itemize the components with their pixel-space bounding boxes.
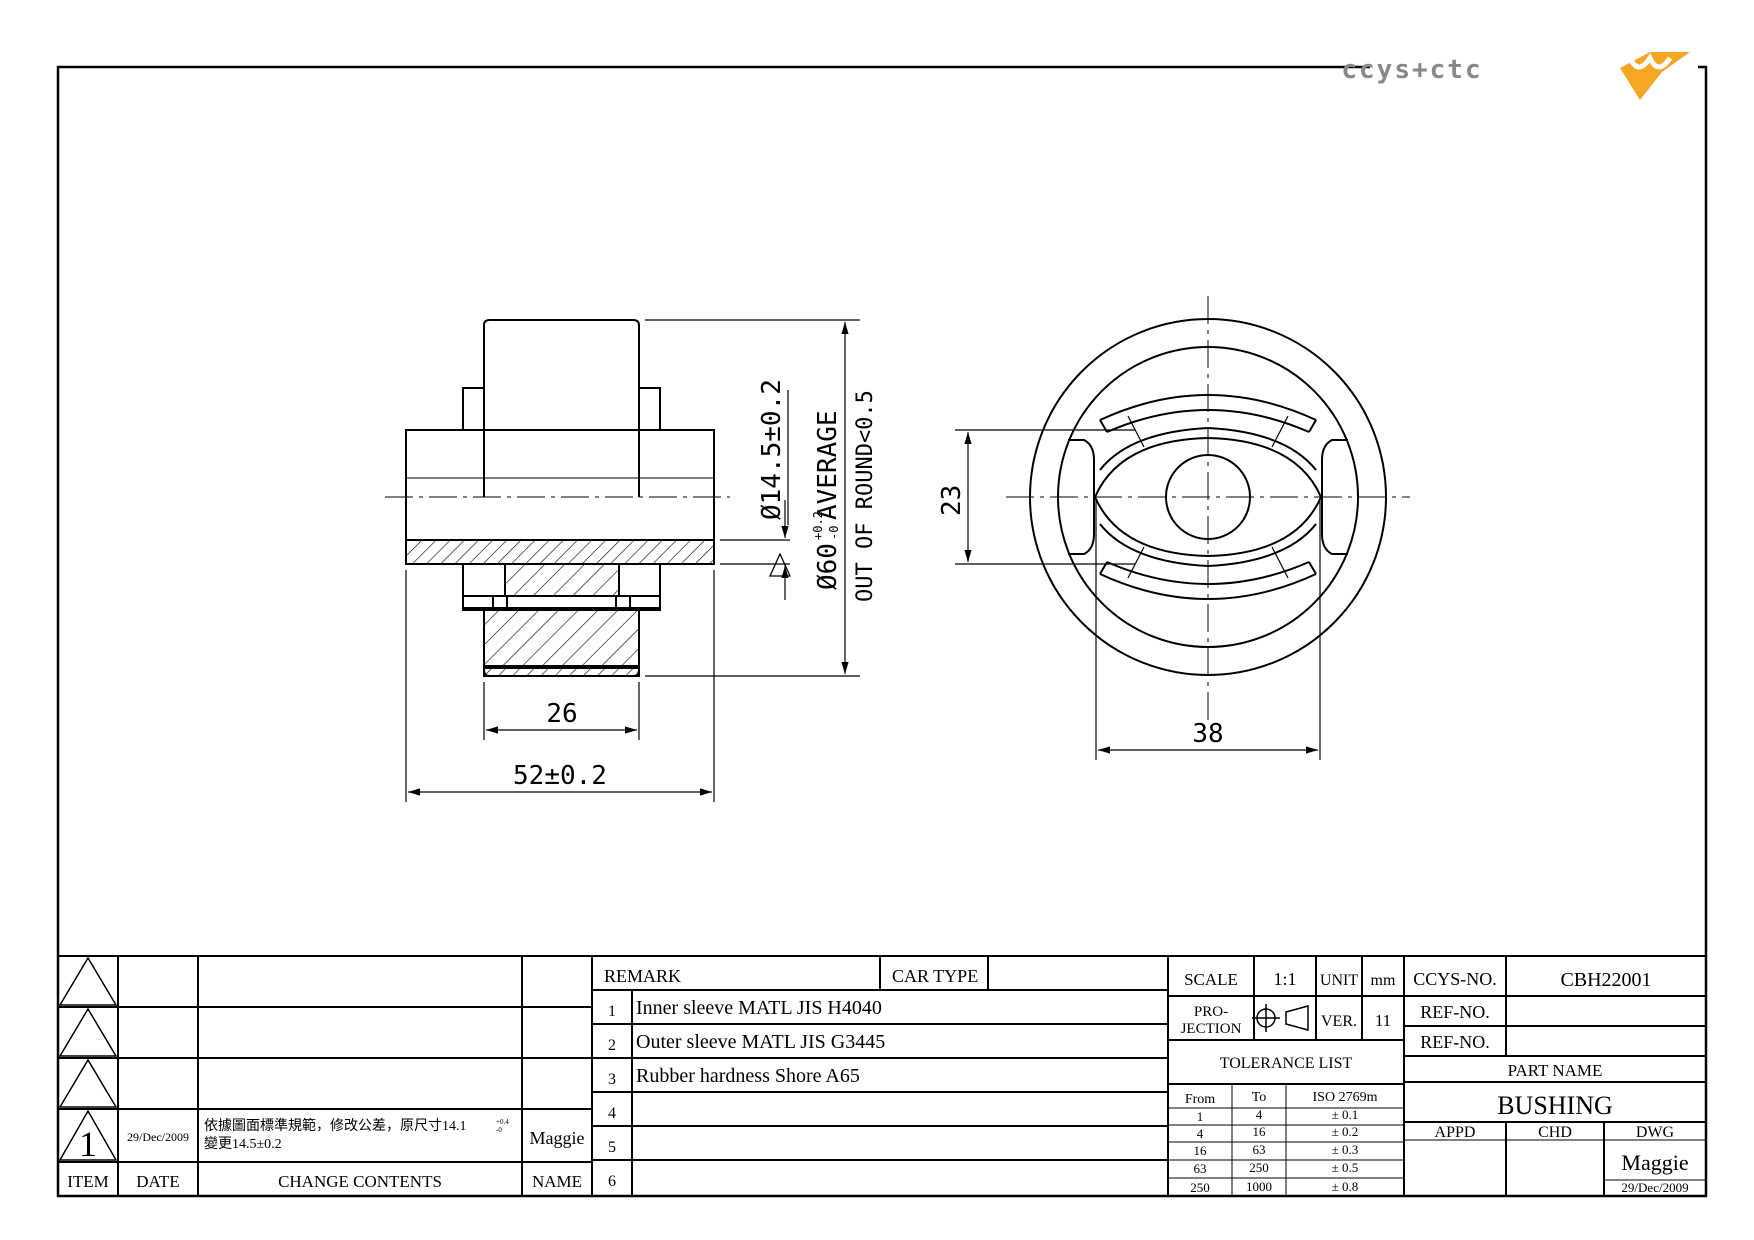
revision-name: Maggie [530, 1128, 585, 1148]
part-name-label: PART NAME [1508, 1061, 1603, 1080]
revision-item-number: 1 [79, 1124, 97, 1164]
front-view [1006, 296, 1410, 720]
car-type-label: CAR TYPE [892, 966, 978, 986]
tol-header-from: From [1185, 1092, 1215, 1107]
tol-to: 63 [1253, 1142, 1266, 1157]
dwg-date: 29/Dec/2009 [1621, 1180, 1688, 1195]
tol-from: 1 [1197, 1109, 1204, 1124]
ver-label: VER. [1321, 1013, 1357, 1030]
projection-symbol-icon [1252, 1004, 1309, 1032]
appd-label: APPD [1435, 1124, 1476, 1141]
dim-52-label: 52±0.2 [513, 761, 607, 791]
scale-label: SCALE [1184, 970, 1238, 989]
dim-60-tol-upper: +0.2 [811, 511, 825, 540]
tol-from: 16 [1194, 1143, 1208, 1158]
side-view [385, 319, 730, 677]
scale-tolerance-block [1168, 956, 1405, 1196]
tol-value: ± 0.5 [1332, 1160, 1359, 1175]
ccys-no-label: CCYS-NO. [1413, 969, 1497, 989]
dim-60-tol-lower: -0 [827, 526, 841, 540]
unit-value: mm [1371, 972, 1396, 989]
ref-no-label-2: REF-NO. [1420, 1032, 1490, 1052]
remarks-block [592, 956, 1169, 1196]
logo-text: ccys+ctc [1341, 55, 1482, 85]
projection-label-1: PRO- [1194, 1004, 1228, 1020]
header-change-contents: CHANGE CONTENTS [278, 1172, 442, 1191]
remark-no: 4 [608, 1105, 616, 1122]
revision-block [58, 955, 1706, 1196]
tol-from: 4 [1197, 1126, 1204, 1141]
revision-contents-tol-lower: -0 [496, 1126, 502, 1134]
front-view-dimensions [955, 429, 1321, 760]
tol-to: 4 [1256, 1107, 1263, 1122]
tolerance-rows: 1 4 ± 0.1 4 16 ± 0.2 16 63 ± 0.3 63 250 … [1190, 1107, 1358, 1195]
tolerance-title: TOLERANCE LIST [1220, 1055, 1353, 1072]
dim-14-5-label: Ø14.5±0.2 [757, 379, 787, 520]
header-name: NAME [532, 1172, 582, 1191]
scale-value: 1:1 [1273, 969, 1296, 989]
revision-date: 29/Dec/2009 [127, 1130, 189, 1144]
remark-no: 1 [608, 1003, 616, 1020]
remark-rows: 1 Inner sleeve MATL JIS H4040 2 Outer sl… [608, 997, 885, 1190]
remark-no: 5 [608, 1139, 616, 1156]
dim-38-label: 38 [1192, 719, 1223, 749]
part-name-value: BUSHING [1497, 1091, 1613, 1120]
revision-contents-line2: 變更14.5±0.2 [204, 1136, 282, 1152]
tol-header-to: To [1252, 1090, 1267, 1105]
projection-label-2: JECTION [1181, 1021, 1242, 1037]
remark-text: Outer sleeve MATL JIS G3445 [636, 1031, 885, 1053]
ver-value: 11 [1375, 1011, 1391, 1030]
ccys-no-value: CBH22001 [1560, 969, 1651, 991]
remark-no: 3 [608, 1071, 616, 1088]
dim-26-label: 26 [546, 699, 577, 729]
tol-to: 16 [1253, 1124, 1267, 1139]
tol-header-iso: ISO 2769m [1313, 1090, 1378, 1105]
out-of-round-note: OUT OF ROUND<0.5 [853, 390, 878, 602]
tol-value: ± 0.3 [1332, 1142, 1359, 1157]
logo-mark-icon [1620, 52, 1690, 100]
header-item: ITEM [67, 1172, 109, 1191]
dim-60-label: Ø60 [813, 543, 843, 590]
remark-label: REMARK [604, 966, 681, 986]
tol-to: 250 [1249, 1160, 1269, 1175]
dwg-label: DWG [1636, 1124, 1675, 1141]
side-view-dimensions [405, 319, 860, 802]
ref-no-label-1: REF-NO. [1420, 1002, 1490, 1022]
header-date: DATE [136, 1172, 179, 1191]
unit-label: UNIT [1320, 972, 1358, 989]
remark-text: Rubber hardness Shore A65 [636, 1065, 860, 1087]
revision-contents-tol-upper: +0.4 [496, 1118, 509, 1126]
chd-label: CHD [1538, 1124, 1572, 1141]
tol-value: ± 0.8 [1332, 1179, 1359, 1194]
dwg-name: Maggie [1621, 1150, 1688, 1175]
title-block [1404, 956, 1706, 1196]
tol-to: 1000 [1246, 1179, 1272, 1194]
tol-from: 250 [1190, 1180, 1210, 1195]
tol-value: ± 0.1 [1332, 1107, 1359, 1122]
dim-23-label: 23 [937, 485, 967, 516]
tol-from: 63 [1194, 1161, 1207, 1176]
dim-60-suffix: AVERAGE [813, 410, 843, 520]
remark-no: 6 [608, 1173, 616, 1190]
revision-contents-line1: 依據圖面標準規範，修改公差，原尺寸14.1 [204, 1117, 467, 1134]
tol-value: ± 0.2 [1332, 1124, 1359, 1139]
remark-text: Inner sleeve MATL JIS H4040 [636, 997, 882, 1019]
remark-no: 2 [608, 1037, 616, 1054]
company-logo: ccys+ctc [1341, 52, 1690, 100]
sheet-border [56, 65, 1708, 1198]
